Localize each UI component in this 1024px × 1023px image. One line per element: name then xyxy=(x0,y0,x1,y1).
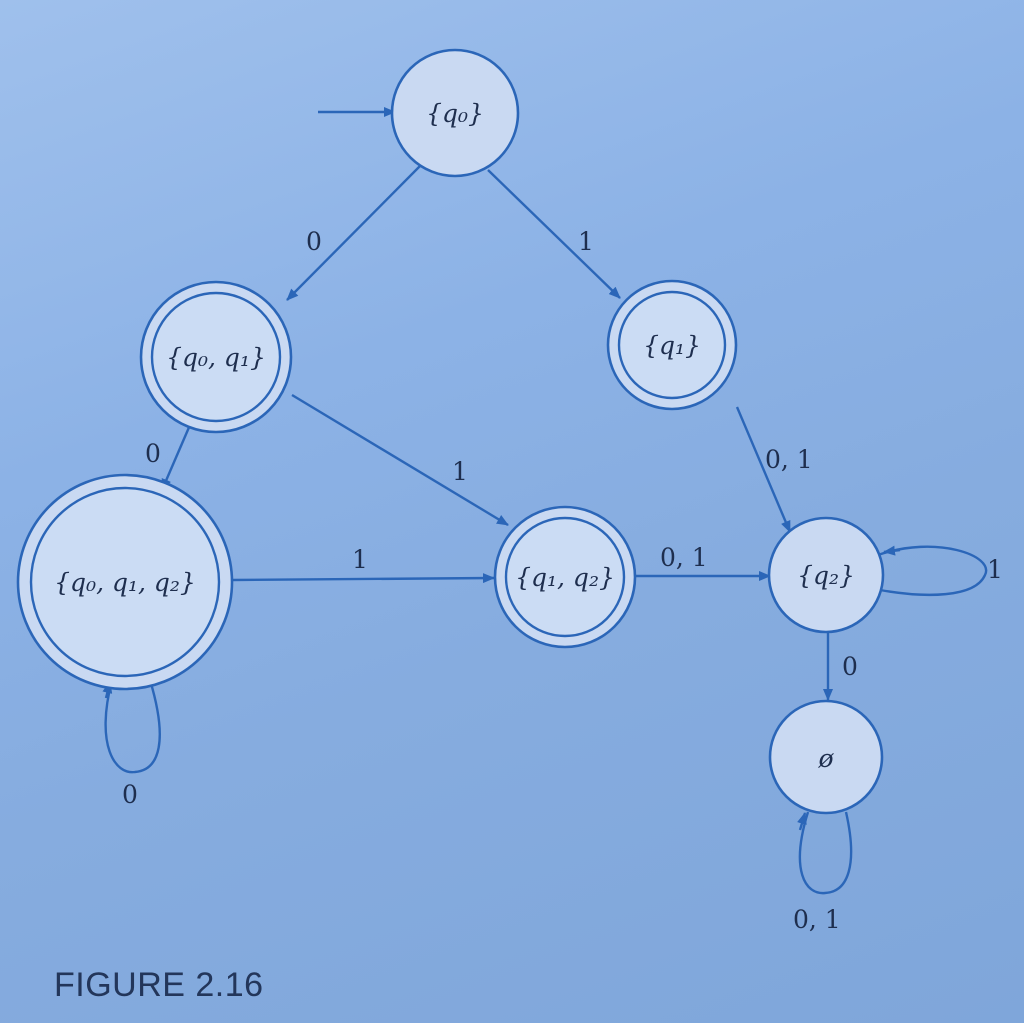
state-label-q1q2: {q₁, q₂} xyxy=(515,563,615,592)
state-q1: {q₁} xyxy=(606,279,738,411)
edge-q2-to-empty: 0 xyxy=(823,632,858,701)
edge-label-q0q1q2-self: 0 xyxy=(122,780,138,809)
edge-q0-to-q0q1: 0 xyxy=(286,165,421,301)
edge-q0q1q2-to-q1q2: 1 xyxy=(231,545,495,584)
edge-label-q0q1-q1q2: 1 xyxy=(452,457,468,486)
edge-q0q1q2-self-loop: 0 xyxy=(102,679,161,809)
state-label-q0q1: {q₀, q₁} xyxy=(166,343,266,372)
state-q1q2: {q₁, q₂} xyxy=(493,505,637,649)
edge-q1q2-to-q2: 0, 1 xyxy=(636,543,771,581)
state-empty: ø xyxy=(768,699,884,815)
edge-label-q0q1q2-q1q2: 1 xyxy=(352,545,368,574)
state-q2: {q₂} xyxy=(767,516,885,634)
edge-label-q1q2-q2: 0, 1 xyxy=(660,543,708,572)
edge-label-q2-empty: 0 xyxy=(842,652,858,681)
state-label-q2: {q₂} xyxy=(797,561,855,590)
edge-q1-to-q2: 0, 1 xyxy=(735,406,813,533)
state-q0q1: {q₀, q₁} xyxy=(139,280,293,434)
state-label-q0q1q2: {q₀, q₁, q₂} xyxy=(54,568,196,597)
state-label-q0: {q₀} xyxy=(426,99,484,128)
state-q0: {q₀} xyxy=(390,48,520,178)
edge-q0q1-to-q1q2: 1 xyxy=(291,393,509,527)
edge-label-q0-q1: 1 xyxy=(578,227,594,256)
state-label-empty: ø xyxy=(817,744,834,773)
edge-label-q0-q0q1: 0 xyxy=(306,227,322,256)
state-label-q1: {q₁} xyxy=(643,331,701,360)
edge-q0q1-to-q0q1q2: 0 xyxy=(145,424,192,491)
edge-empty-self-loop: 0, 1 xyxy=(793,811,853,934)
edge-label-q0q1-q0q1q2: 0 xyxy=(145,439,161,468)
figure-caption: FIGURE 2.16 xyxy=(54,966,264,1004)
edge-label-q2-self: 1 xyxy=(987,555,1003,584)
edge-label-q1-q2: 0, 1 xyxy=(765,445,813,474)
edge-label-empty-self: 0, 1 xyxy=(793,905,841,934)
state-q0q1q2: {q₀, q₁, q₂} xyxy=(16,473,234,691)
edge-q0-to-q1: 1 xyxy=(487,169,621,299)
edge-q2-self-loop: 1 xyxy=(877,545,1003,597)
